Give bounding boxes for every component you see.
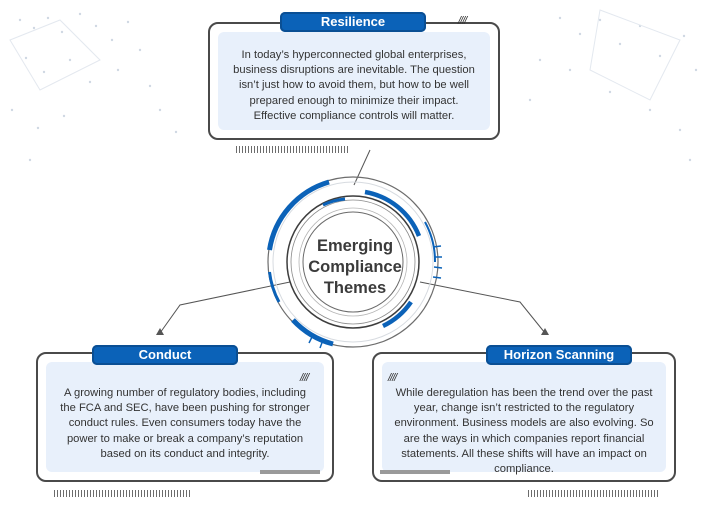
conduct-card: A growing number of regulatory bodies, i… (36, 352, 334, 482)
center-title-line-2: Compliance (308, 258, 402, 276)
conduct-barcode (54, 490, 190, 497)
connector-resilience (353, 149, 371, 186)
resilience-title: Resilience (280, 12, 426, 32)
horizon-hatch: //// (388, 372, 397, 384)
horizon-text: While deregulation has been the trend ov… (394, 387, 654, 476)
arrowhead-horizon (541, 328, 549, 335)
conduct-text: A growing number of regulatory bodies, i… (60, 387, 310, 460)
center-title-line-1: Emerging (316, 237, 394, 255)
conduct-title: Conduct (92, 345, 238, 365)
horizon-title: Horizon Scanning (486, 345, 632, 365)
resilience-card: In today’s hyperconnected global enterpr… (208, 22, 500, 140)
horizon-card: While deregulation has been the trend ov… (372, 352, 676, 482)
horizon-card-panel: While deregulation has been the trend ov… (382, 362, 666, 475)
conduct-hatch: //// (300, 372, 309, 384)
resilience-barcode (236, 146, 350, 153)
center-title-line-3: Themes (323, 279, 387, 297)
connector-horizon (419, 281, 546, 334)
resilience-hatch: //// (458, 15, 467, 27)
conduct-card-panel: A growing number of regulatory bodies, i… (46, 362, 324, 472)
resilience-card-panel: In today’s hyperconnected global enterpr… (218, 32, 490, 130)
center-rings (267, 176, 443, 349)
resilience-text: In today’s hyperconnected global enterpr… (233, 49, 475, 122)
horizon-greybar (380, 470, 450, 474)
horizon-barcode (528, 490, 660, 497)
arrowhead-conduct (156, 328, 164, 335)
connector-conduct (159, 281, 291, 334)
conduct-greybar (260, 470, 320, 474)
center-title: Emerging Compliance Themes (285, 236, 425, 299)
